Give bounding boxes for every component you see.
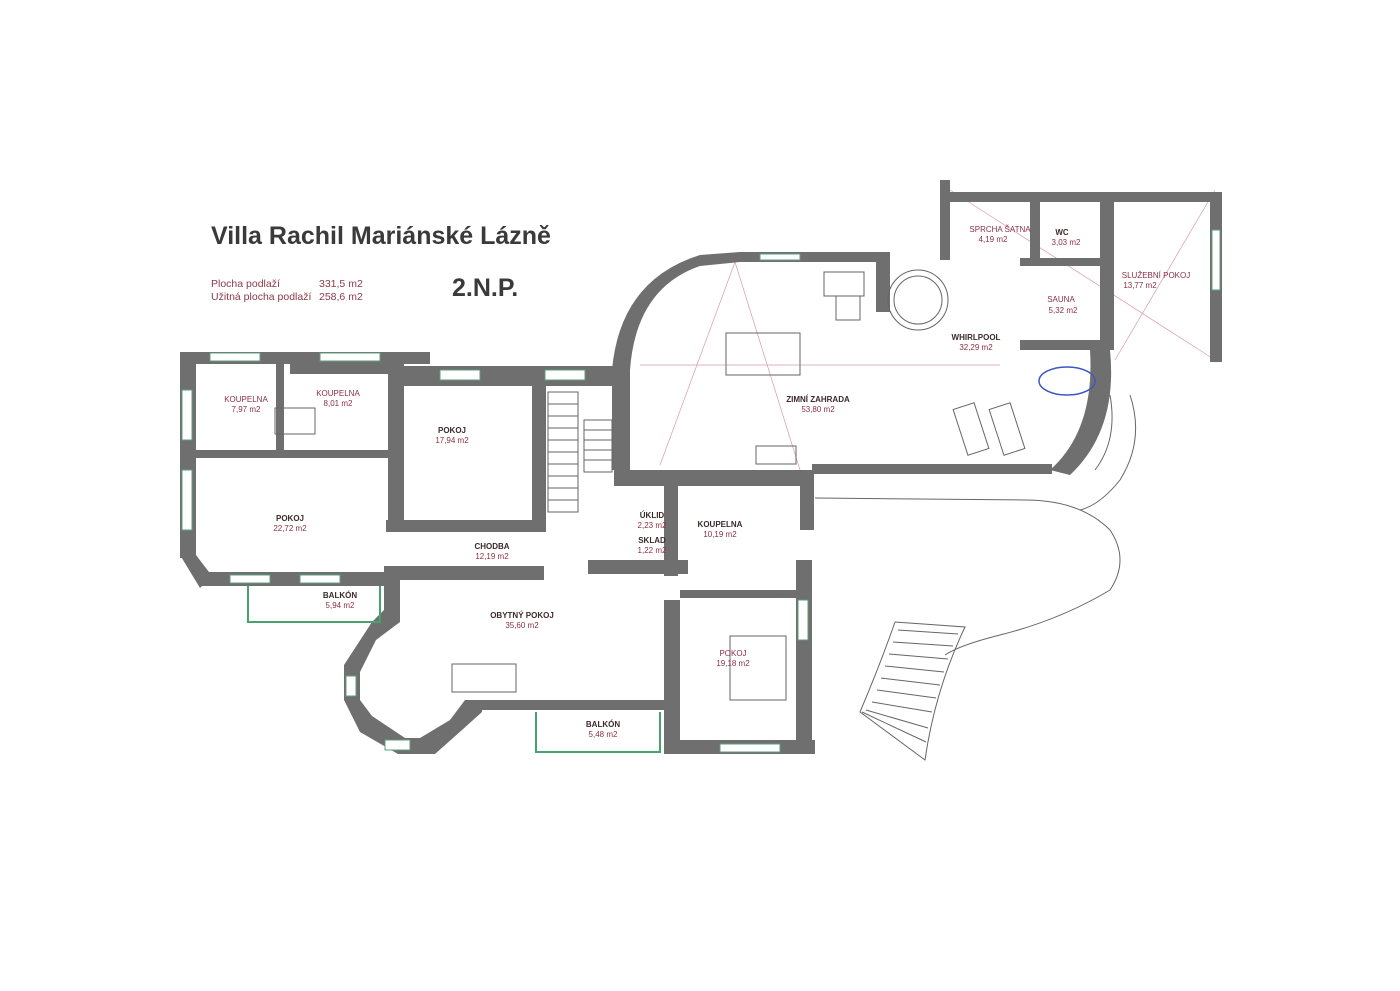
room-13-name: WHIRLPOOL xyxy=(952,333,1001,342)
room-labels: KOUPELNA 7,97 m2 KOUPELNA 8,01 m2 POKOJ … xyxy=(224,225,1190,739)
room-1-area: 8,01 m2 xyxy=(324,399,353,408)
walls xyxy=(180,180,1222,754)
room-14-name: SPRCHA ŠATNA xyxy=(969,225,1031,234)
room-0-area: 7,97 m2 xyxy=(232,405,261,414)
outer-staircase xyxy=(859,621,966,761)
room-10-name: KOUPELNA xyxy=(698,520,743,529)
floor-level-label: 2.N.P. xyxy=(452,274,519,302)
floor-area-value: 331,5 m2 xyxy=(319,278,363,290)
room-17-area: 13,77 m2 xyxy=(1123,281,1157,290)
room-3-area: 22,72 m2 xyxy=(273,524,307,533)
room-0-name: KOUPELNA xyxy=(224,395,268,404)
room-4-name: CHODBA xyxy=(474,542,509,551)
room-17-name: SLUŽEBNÍ POKOJ xyxy=(1122,271,1190,280)
room-9-name: SKLAD xyxy=(638,536,666,545)
room-5-name: BALKÓN xyxy=(323,591,357,600)
room-4-area: 12,19 m2 xyxy=(475,552,509,561)
room-9-area: 1,22 m2 xyxy=(638,546,667,555)
usable-area-label: Užitná plocha podlaží xyxy=(211,291,312,303)
room-12-area: 53,80 m2 xyxy=(801,405,835,414)
balcony-rails xyxy=(247,586,661,753)
usable-area-value: 258,6 m2 xyxy=(319,291,363,303)
room-14-area: 4,19 m2 xyxy=(979,235,1008,244)
room-15-area: 3,03 m2 xyxy=(1052,238,1081,247)
room-13-area: 32,29 m2 xyxy=(959,343,993,352)
plan-title: Villa Rachil Mariánské Lázně xyxy=(211,222,551,250)
room-12-name: ZIMNÍ ZAHRADA xyxy=(786,395,850,404)
room-10-area: 10,19 m2 xyxy=(703,530,737,539)
room-5-area: 5,94 m2 xyxy=(326,601,355,610)
room-2-area: 17,94 m2 xyxy=(435,436,469,445)
room-2-name: POKOJ xyxy=(438,426,466,435)
usable-area-row: Užitná plocha podlaží 258,6 m2 xyxy=(211,291,363,303)
interior-stairs xyxy=(547,391,613,513)
room-11-name: POKOJ xyxy=(719,649,746,658)
room-6-name: OBYTNÝ POKOJ xyxy=(490,611,554,620)
room-11-area: 19,18 m2 xyxy=(716,659,750,668)
room-8-name: ÚKLID xyxy=(640,511,665,520)
room-7-name: BALKÓN xyxy=(586,720,620,729)
room-8-area: 2,23 m2 xyxy=(638,521,667,530)
windows xyxy=(181,229,1221,753)
winter-garden-guides xyxy=(640,189,1216,471)
floor-area-label: Plocha podlaží xyxy=(211,278,280,290)
room-1-name: KOUPELNA xyxy=(316,389,360,398)
room-3-name: POKOJ xyxy=(276,514,304,523)
floor-area-row: Plocha podlaží 331,5 m2 xyxy=(211,278,363,290)
fixtures xyxy=(274,269,1096,701)
room-7-area: 5,48 m2 xyxy=(589,730,618,739)
terrace-outline xyxy=(814,394,1137,656)
room-15-name: WC xyxy=(1055,228,1069,237)
room-16-name: SAUNA xyxy=(1047,295,1075,304)
room-6-area: 35,60 m2 xyxy=(505,621,539,630)
room-16-area: 5,32 m2 xyxy=(1049,306,1078,315)
